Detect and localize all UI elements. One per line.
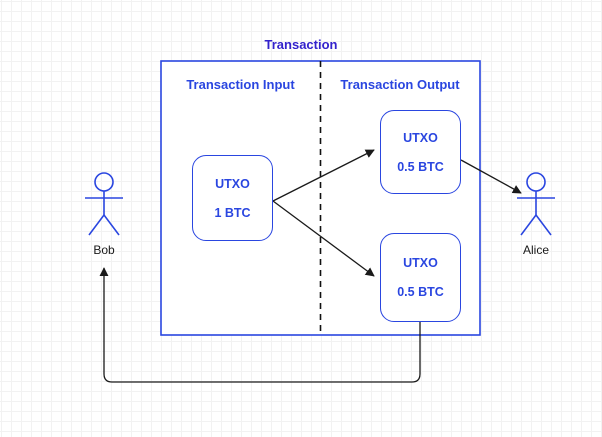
utxo-output-2-amount: 0.5 BTC: [397, 285, 444, 299]
edge-input-to-output-1: [272, 149, 375, 202]
transaction-input-heading: Transaction Input: [186, 77, 295, 92]
edge-output-2-to-bob: [99, 267, 421, 383]
actor-alice-leg-right: [535, 214, 552, 236]
actor-alice-label: Alice: [522, 243, 549, 257]
actor-alice-leg-left: [520, 214, 537, 236]
transaction-title: Transaction: [264, 37, 338, 52]
utxo-output-2-box[interactable]: UTXO 0.5 BTC: [380, 233, 461, 322]
actor-bob-head: [94, 172, 114, 192]
utxo-input-amount: 1 BTC: [214, 205, 251, 220]
transaction-output-heading: Transaction Output: [340, 77, 460, 92]
utxo-output-1-title: UTXO: [403, 130, 438, 145]
actor-bob-label: Bob: [93, 243, 115, 257]
utxo-input-title: UTXO: [215, 176, 250, 191]
actor-bob-figure: [85, 172, 123, 236]
actor-alice-figure: [517, 172, 555, 236]
utxo-input-box[interactable]: UTXO 1 BTC: [192, 155, 273, 241]
utxo-output-1-amount: 0.5 BTC: [397, 159, 444, 174]
edge-output-1-to-alice: [460, 159, 522, 194]
utxo-output-1-box[interactable]: UTXO 0.5 BTC: [380, 110, 461, 194]
utxo-output-2-title: UTXO: [403, 256, 438, 270]
actor-bob-leg-left: [88, 214, 105, 236]
edge-input-to-output-2: [272, 200, 375, 277]
actor-alice-head: [526, 172, 546, 192]
actor-bob-leg-right: [103, 214, 120, 236]
